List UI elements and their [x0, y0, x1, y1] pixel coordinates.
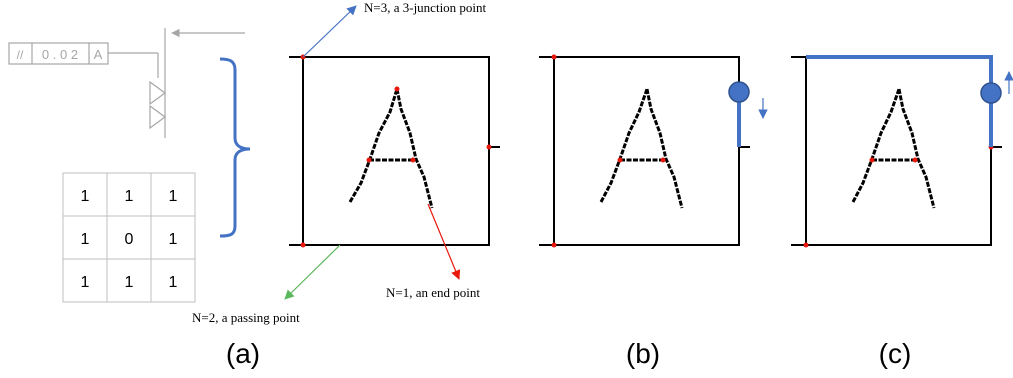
panel-b: (b): [539, 54, 768, 369]
tolerance-value: 0 . 0 2: [42, 47, 78, 62]
panel-label-c: (c): [879, 338, 912, 369]
feature-point: [660, 157, 666, 163]
feature-point: [869, 157, 875, 163]
feature-point: [551, 242, 557, 248]
tolerance-drawing: // 0 . 0 2 A: [8, 28, 245, 138]
datum-letter: A: [94, 47, 103, 62]
panel-c: (c): [791, 55, 1013, 369]
weld-triangle-top: [149, 80, 167, 106]
panel-label-a: (a): [226, 338, 260, 369]
matrix-cell: 1: [169, 188, 178, 205]
tracer-node: [728, 81, 750, 103]
letter-a-glyph: [599, 88, 684, 209]
feature-point: [803, 242, 809, 248]
passing-annotation: N=2, a passing point: [192, 310, 300, 325]
end-annotation: N=1, an end point: [386, 285, 480, 300]
feature-point: [366, 157, 372, 163]
feature-point: [394, 86, 400, 92]
kernel-matrix: 1 1 1 1 0 1 1 1 1: [62, 172, 196, 303]
curly-brace: [219, 57, 251, 238]
feature-point: [486, 144, 492, 150]
matrix-cell: 1: [169, 231, 178, 248]
tolerance-frame: // 0 . 0 2 A: [8, 42, 109, 65]
feature-point: [410, 157, 416, 163]
end-arrow: [427, 203, 461, 280]
letter-a-glyph: [348, 88, 434, 209]
matrix-cell: 1: [169, 274, 178, 291]
junction-arrow: [302, 5, 357, 58]
traced-segment: [806, 55, 993, 147]
panel-a: N=3, a 3-junction point N=1, an end poin…: [192, 0, 500, 369]
feature-point: [912, 157, 918, 163]
matrix-cell: 1: [81, 188, 90, 205]
passing-arrow: [284, 244, 341, 300]
passing-point: [300, 242, 306, 248]
matrix-cell: 1: [81, 274, 90, 291]
tracer-node: [980, 82, 1002, 104]
matrix-cell: 1: [125, 274, 134, 291]
junction-annotation: N=3, a 3-junction point: [364, 0, 487, 15]
matrix-cell: 0: [125, 231, 134, 248]
letter-a-glyph: [851, 88, 936, 209]
feature-point: [551, 54, 557, 60]
matrix-cell: 1: [81, 231, 90, 248]
weld-triangle-bottom: [149, 104, 167, 130]
matrix-cell: 1: [125, 188, 134, 205]
parallelism-symbol: //: [17, 48, 24, 62]
panel-label-b: (b): [626, 338, 660, 369]
feature-point: [617, 157, 623, 163]
